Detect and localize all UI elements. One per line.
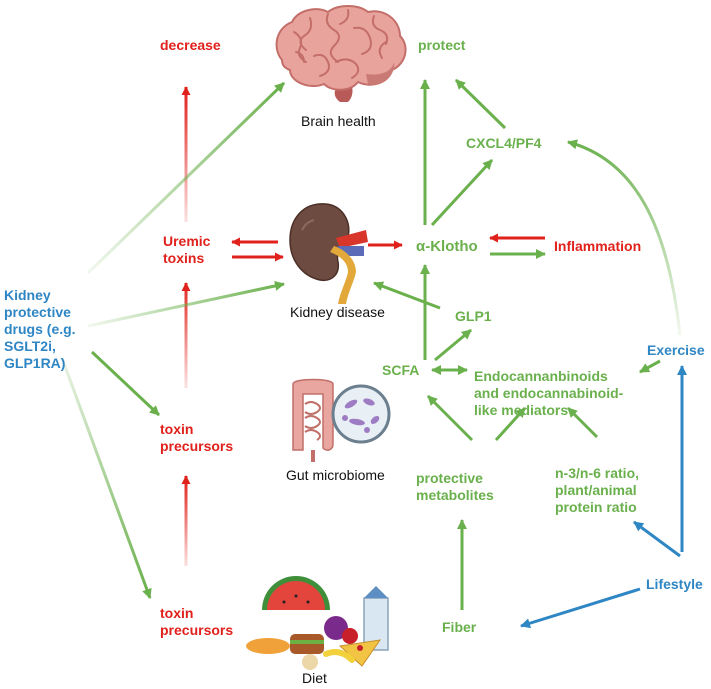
arrow-drugs-to-diet-precursors xyxy=(60,357,152,599)
arrow-metabolites-to-scfa xyxy=(426,394,474,442)
exercise-label: Exercise xyxy=(647,342,705,358)
klotho-label: α-Klotho xyxy=(416,238,478,255)
scfa-label: SCFA xyxy=(382,362,420,378)
drugs-line-4: SGLT2i, xyxy=(4,338,56,354)
brain-health-label: Brain health xyxy=(301,113,376,129)
ratios-line-1: n-3/n-6 ratio, xyxy=(555,465,640,481)
diet-toxin-precursors-line-1: toxin xyxy=(160,605,194,621)
diet-toxin-precursors-label: toxin precursors xyxy=(160,605,233,639)
gut-microbiome-label: Gut microbiome xyxy=(286,467,385,483)
uremic-toxins-line-2: toxins xyxy=(163,250,205,266)
glp1-label: GLP1 xyxy=(455,308,492,324)
arrow-glp1-to-kidney xyxy=(373,281,441,310)
arrow-metabolites-to-endocannabinoids xyxy=(494,406,527,442)
ratios-line-3: protein ratio xyxy=(555,499,637,515)
kidney-protective-drugs-label: Kidney protective drugs (e.g. SGLT2i, GL… xyxy=(4,287,76,372)
ratios-line-2: plant/animal xyxy=(555,482,637,498)
diet-food-icon xyxy=(246,576,389,670)
endocannabinoids-line-1: Endocannanbinoids xyxy=(474,368,608,384)
toxin-precursors-line-2: precursors xyxy=(160,438,234,454)
arrow-scfa-to-glp1 xyxy=(434,328,472,362)
toxin-precursors-line-1: toxin xyxy=(160,421,194,437)
ratios-label: n-3/n-6 ratio, plant/animal protein rati… xyxy=(555,465,639,516)
arrow-drugs-to-brain xyxy=(86,81,286,275)
drugs-line-5: GLP1RA) xyxy=(4,355,66,371)
drugs-line-2: protective xyxy=(4,304,71,320)
lifestyle-label: Lifestyle xyxy=(646,576,703,592)
kidney-icon xyxy=(289,203,368,304)
toxin-precursors-label: toxin precursors xyxy=(160,421,233,455)
protective-metabolites-line-1: protective xyxy=(416,470,483,486)
drugs-line-3: drugs (e.g. xyxy=(4,321,76,337)
diet-toxin-precursors-line-2: precursors xyxy=(160,622,234,638)
arrow-cxcl4-to-protect xyxy=(454,78,507,130)
protect-label: protect xyxy=(418,37,466,53)
brain-icon xyxy=(275,5,407,102)
protective-metabolites-line-2: metabolites xyxy=(416,487,494,503)
cxcl4-label: CXCL4/PF4 xyxy=(466,135,542,151)
arrow-lifestyle-to-ratios xyxy=(633,520,681,558)
arrow-ratios-to-endocannabinoids xyxy=(566,406,599,439)
endocannabinoids-line-2: and endocannabinoid- xyxy=(474,385,624,401)
arrow-drugs-to-kidney xyxy=(87,280,285,328)
arrow-lifestyle-to-fiber xyxy=(520,587,641,629)
decrease-label: decrease xyxy=(160,37,221,53)
endocannabinoids-line-3: like mediators xyxy=(474,402,569,418)
drugs-line-1: Kidney xyxy=(4,287,51,303)
arrow-exercise-to-cxcl4 xyxy=(567,139,682,336)
diet-label: Diet xyxy=(302,670,327,686)
endocannabinoids-label: Endocannanbinoids and endocannabinoid- l… xyxy=(474,368,623,419)
inflammation-label: Inflammation xyxy=(554,238,642,254)
uremic-toxins-label: Uremic toxins xyxy=(163,233,210,267)
uremic-toxins-line-1: Uremic xyxy=(163,233,211,249)
protective-metabolites-label: protective metabolites xyxy=(416,470,494,504)
fiber-label: Fiber xyxy=(442,619,477,635)
gut-microbiome-icon xyxy=(292,378,391,462)
kidney-disease-label: Kidney disease xyxy=(290,304,385,320)
arrow-exercise-to-endocannabinoids xyxy=(639,359,661,374)
arrow-klotho-to-cxcl4 xyxy=(430,158,494,227)
arrow-drugs-to-toxin-precursors xyxy=(90,350,161,417)
